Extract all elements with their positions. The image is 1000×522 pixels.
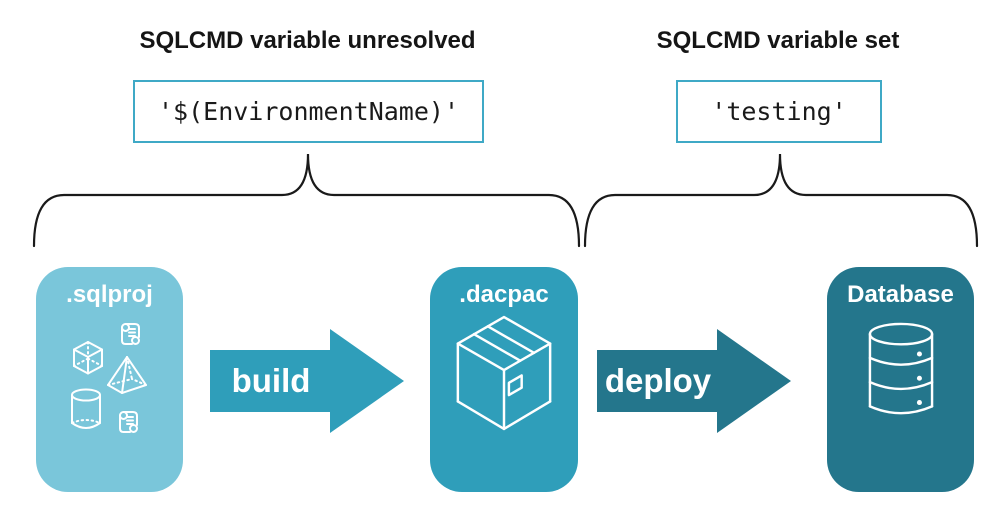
- build-arrow-shape: [210, 329, 404, 433]
- package-box-icon: [456, 315, 552, 431]
- database-label: Database: [847, 281, 954, 308]
- dacpac-block: .dacpac: [430, 267, 578, 492]
- database-block: Database: [827, 267, 974, 492]
- deploy-arrow: deploy: [597, 329, 791, 433]
- code-box-environment-variable: '$(EnvironmentName)': [133, 80, 484, 143]
- curly-brace-left: [32, 153, 581, 248]
- db-dot: [916, 400, 922, 406]
- sqlproj-label: .sqlproj: [66, 281, 153, 308]
- cube-icon: [72, 341, 103, 375]
- sqlproj-block: .sqlproj: [36, 267, 183, 492]
- db-dot: [916, 351, 922, 357]
- database-cylinder-icon: [868, 322, 933, 415]
- deploy-arrow-shape: [597, 329, 791, 433]
- heading-variable-set: SQLCMD variable set: [656, 27, 900, 54]
- cylinder-icon: [70, 388, 101, 429]
- deploy-arrow-label: deploy: [604, 362, 712, 399]
- db-dot: [916, 375, 922, 381]
- pyramid-icon: [106, 356, 147, 394]
- curly-brace-right: [583, 153, 979, 248]
- build-arrow-label: build: [231, 362, 311, 399]
- code-box-testing-value: 'testing': [676, 80, 882, 143]
- arrow-shape: [597, 329, 791, 433]
- arrow-shape: [210, 329, 404, 433]
- sqlproj-icons: [70, 323, 147, 433]
- scroll-icon: [118, 411, 138, 433]
- heading-variable-unresolved: SQLCMD variable unresolved: [139, 27, 476, 54]
- build-arrow: build: [210, 329, 404, 433]
- dacpac-label: .dacpac: [459, 281, 549, 308]
- scroll-icon: [120, 323, 140, 345]
